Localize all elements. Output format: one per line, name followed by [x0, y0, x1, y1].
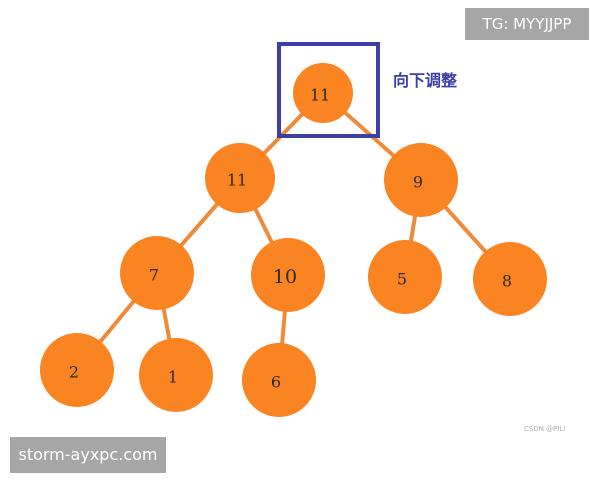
tree-node: 2	[40, 333, 114, 407]
node-circle	[242, 343, 316, 417]
csdn-watermark: CSDN @PILI	[524, 425, 566, 433]
node-circle	[205, 143, 275, 213]
node-circle	[251, 238, 325, 312]
tree-node: 7	[120, 236, 194, 310]
tree-node: 11	[293, 63, 353, 123]
node-value: 2	[69, 363, 79, 382]
node-value: 5	[397, 270, 407, 289]
node-value: 6	[271, 373, 281, 392]
node-value: 7	[149, 266, 159, 285]
node-circle	[40, 333, 114, 407]
tree-node: 10	[251, 238, 325, 312]
node-circle	[368, 240, 442, 314]
tree-node: 9	[384, 143, 458, 217]
node-value: 8	[502, 272, 512, 291]
node-circle	[384, 143, 458, 217]
node-circle	[139, 338, 213, 412]
watermark-bottom-left: storm-ayxpc.com	[10, 437, 166, 473]
tree-node: 11	[205, 143, 275, 213]
tree-node: 1	[139, 338, 213, 412]
nodes-layer: 11 11 9 7 10 5 8 2 1 6	[40, 63, 547, 417]
node-circle	[473, 242, 547, 316]
tree-node: 5	[368, 240, 442, 314]
node-value: 11	[310, 86, 330, 105]
tree-node: 6	[242, 343, 316, 417]
node-circle	[293, 63, 353, 123]
tree-node: 8	[473, 242, 547, 316]
watermark-top-right: TG: MYYJJPP	[465, 8, 589, 40]
highlight-box	[277, 42, 380, 138]
node-value: 9	[413, 173, 423, 192]
node-value: 11	[227, 171, 247, 190]
node-circle	[120, 236, 194, 310]
node-value: 1	[168, 368, 178, 387]
annotation-label: 向下调整	[393, 71, 457, 90]
node-value: 10	[273, 266, 297, 288]
